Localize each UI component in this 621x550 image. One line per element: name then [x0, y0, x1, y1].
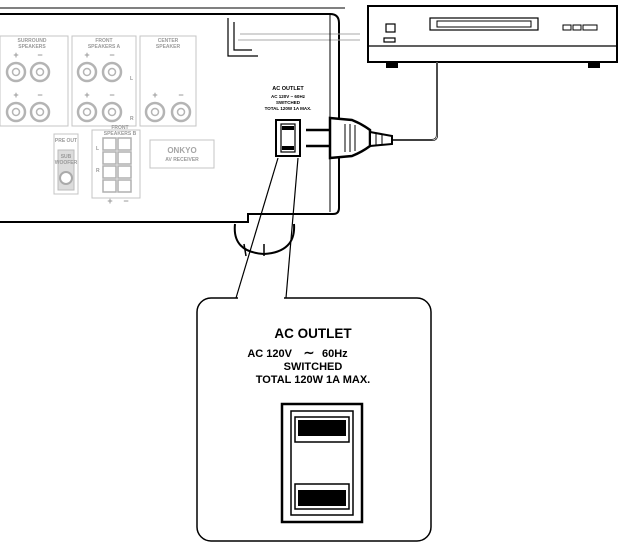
- right-mark: R: [130, 116, 134, 122]
- outlet-line3-small: TOTAL 120W 1A MAX.: [265, 106, 312, 111]
- plus-mark: +: [84, 90, 89, 100]
- outlet-title-small: AC OUTLET: [272, 86, 304, 92]
- minus-mark: −: [109, 90, 114, 100]
- callout-line1-frequency: 60Hz: [322, 348, 348, 360]
- callout-leader: [235, 157, 279, 299]
- outlet-line2-small: SWITCHED: [276, 100, 301, 105]
- plus-mark: +: [13, 50, 18, 60]
- plus-mark: +: [107, 196, 112, 206]
- brand-logo: ONKYO: [167, 146, 196, 155]
- brand-plate: [149, 139, 215, 169]
- minus-mark: −: [37, 90, 42, 100]
- callout-box: AC OUTLET AC 120V ∼ 60Hz SWITCHED TOTAL …: [196, 296, 432, 542]
- cd-player: [367, 5, 618, 68]
- ac-tilde-icon: ∼: [304, 345, 315, 360]
- callout-line1: AC 120V: [247, 348, 292, 360]
- right-mark: R: [96, 168, 100, 174]
- cd-power-cord: [390, 62, 438, 141]
- front-a-label-1: FRONT: [95, 38, 112, 44]
- power-plug: [306, 116, 393, 160]
- minus-mark: −: [109, 50, 114, 60]
- minus-mark: −: [37, 50, 42, 60]
- callout-line3: TOTAL 120W 1A MAX.: [256, 374, 371, 386]
- center-label-2: SPEAKER: [156, 44, 181, 50]
- left-mark: L: [96, 146, 99, 152]
- subwoofer-label-1: SUB: [61, 154, 72, 160]
- pre-out-label: PRE OUT: [55, 138, 77, 144]
- outlet-line1-small: AC 120V ~ 60Hz: [271, 94, 306, 99]
- front-a-label-2: SPEAKERS A: [88, 44, 121, 50]
- plus-mark: +: [13, 90, 18, 100]
- speaker-terminal-panel: SURROUND SPEAKERS FRONT SPEAKERS A CENTE…: [0, 35, 215, 206]
- left-mark: L: [130, 76, 133, 82]
- callout-line2: SWITCHED: [284, 361, 343, 373]
- minus-mark: −: [123, 196, 128, 206]
- plus-mark: +: [152, 90, 157, 100]
- spring-clips: [102, 137, 132, 193]
- callout-title: AC OUTLET: [274, 326, 352, 341]
- front-b-label-2: SPEAKERS B: [104, 131, 137, 137]
- front-b-label-1: FRONT: [111, 125, 128, 131]
- brand-model: AV RECEIVER: [165, 157, 199, 163]
- binding-posts: [5, 61, 192, 123]
- ac-outlet-large: [280, 402, 364, 524]
- plus-mark: +: [84, 50, 89, 60]
- surround-label-2: SPEAKERS: [18, 44, 46, 50]
- ac-outlet-small: [275, 119, 301, 157]
- center-label-1: CENTER: [158, 38, 179, 44]
- minus-mark: −: [178, 90, 183, 100]
- subwoofer-label-2: WOOFER: [55, 160, 78, 166]
- outlet-label-small: AC OUTLET AC 120V ~ 60Hz SWITCHED TOTAL …: [265, 86, 312, 111]
- surround-label-1: SURROUND: [18, 38, 47, 44]
- subwoofer-jack: [59, 171, 73, 185]
